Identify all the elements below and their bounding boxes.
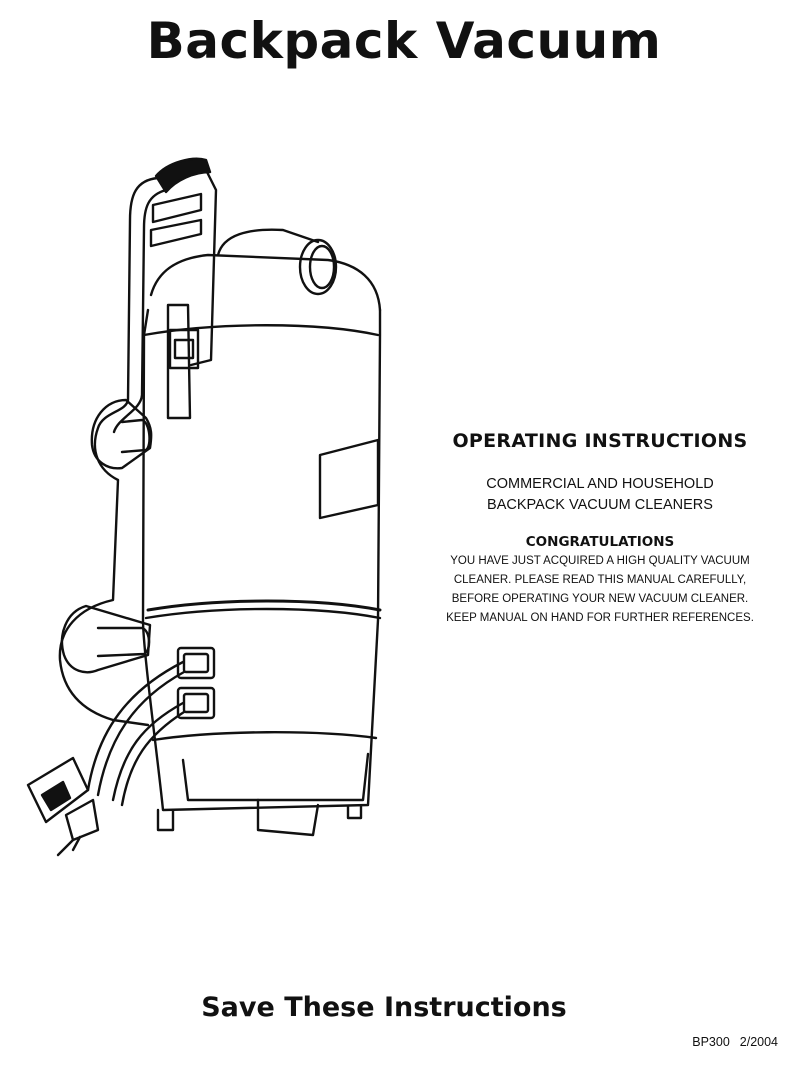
power-switch: [26, 756, 90, 824]
handle-grip: [154, 157, 212, 194]
model-code: BP300 2/2004: [692, 1035, 778, 1049]
revision-date: 2/2004: [739, 1035, 778, 1049]
subtitle-line: COMMERCIAL AND HOUSEHOLD: [486, 476, 714, 492]
label-plate: [318, 438, 380, 520]
backpack-vacuum-illustration: [26, 157, 382, 857]
body-line: YOU HAVE JUST ACQUIRED A HIGH QUALITY VA…: [450, 555, 750, 567]
body-line: KEEP MANUAL ON HAND FOR FURTHER REFERENC…: [446, 612, 754, 624]
harness-frame: [58, 176, 160, 727]
save-instructions-text: Save These Instructions: [201, 992, 567, 1023]
power-socket: [176, 646, 216, 680]
section-heading: OPERATING INSTRUCTIONS: [452, 430, 748, 452]
buckle: [168, 328, 200, 370]
subtitle-line: BACKPACK VACUUM CLEANERS: [487, 497, 713, 513]
power-cord: [86, 660, 185, 792]
page-title: Backpack Vacuum: [146, 12, 662, 70]
power-plug: [64, 798, 100, 842]
body-line: CLEANER. PLEASE READ THIS MANUAL CAREFUL…: [453, 574, 747, 586]
exhaust-port: [298, 238, 338, 296]
body-line: BEFORE OPERATING YOUR NEW VACUUM CLEANER…: [451, 593, 749, 605]
model-number: BP300: [692, 1035, 730, 1049]
congratulations-heading: CONGRATULATIONS: [525, 534, 675, 550]
operating-instructions-section: OPERATING INSTRUCTIONS COMMERCIAL AND HO…: [430, 430, 770, 628]
shoulder-pad: [90, 398, 153, 470]
